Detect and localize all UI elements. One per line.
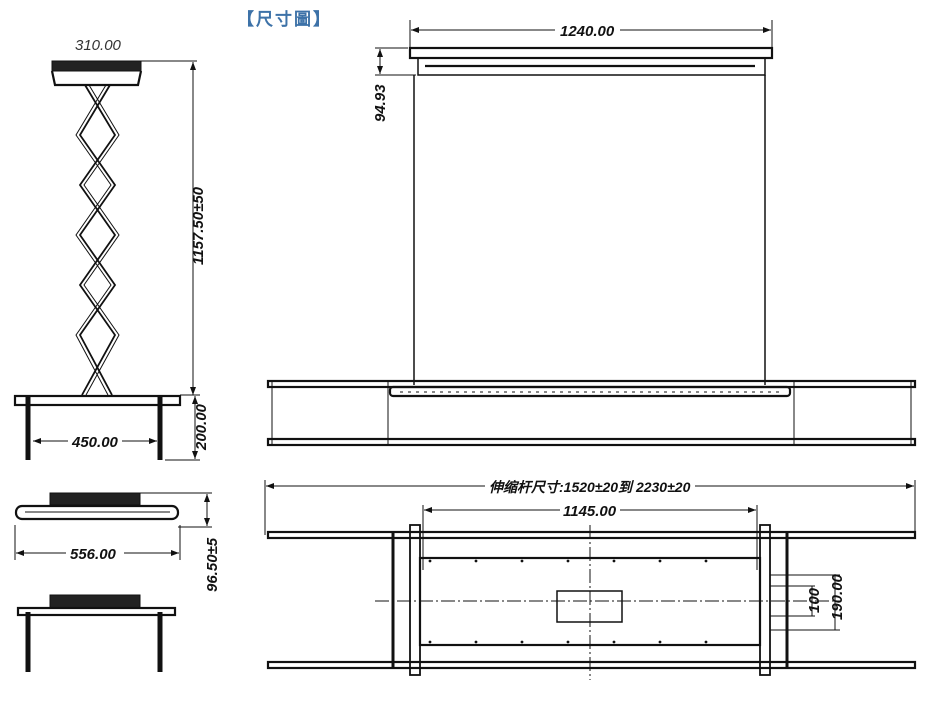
side-view-folded: 96.50±5 556.00 xyxy=(14,492,221,592)
end-view xyxy=(16,594,177,672)
panel-hole xyxy=(520,640,524,644)
rod-range-label: 伸缩杆尺寸:1520±20到 2230±20 xyxy=(489,479,691,495)
panel-hole xyxy=(704,640,708,644)
drawing-title: 【尺寸圖】 xyxy=(237,9,332,30)
panel-hole xyxy=(520,559,524,563)
panel-hole xyxy=(658,640,662,644)
leg-span-label: 450.00 xyxy=(71,434,119,451)
spacing-small-label: 100 xyxy=(806,587,823,613)
box-height-label: 94.93 xyxy=(372,84,389,122)
panel-hole xyxy=(474,640,478,644)
plan-view: 伸缩杆尺寸:1520±20到 2230±20 1145.00 100 190.0… xyxy=(264,479,917,680)
panel-hole xyxy=(704,559,708,563)
panel-hole xyxy=(612,640,616,644)
panel-hole xyxy=(658,559,662,563)
panel-hole xyxy=(428,640,432,644)
folded-height-label: 96.50±5 xyxy=(204,537,221,592)
panel-hole xyxy=(566,640,570,644)
front-width-label: 1240.00 xyxy=(560,23,615,40)
panel-hole xyxy=(474,559,478,563)
leg-height-label: 200.00 xyxy=(193,403,210,451)
panel-hole xyxy=(566,559,570,563)
front-view: 1240.00 94.93 xyxy=(266,20,917,447)
height-label: 1157.50±50 xyxy=(190,186,207,265)
top-width-label: 310.00 xyxy=(75,37,122,54)
inner-width-label: 1145.00 xyxy=(563,503,617,520)
folded-width-label: 556.00 xyxy=(70,546,117,563)
panel-hole xyxy=(612,559,616,563)
side-view-extended: 310.00 1157.50±50 200.00 450.00 xyxy=(13,37,210,461)
panel-hole xyxy=(428,559,432,563)
spacing-large-label: 190.00 xyxy=(829,573,846,620)
